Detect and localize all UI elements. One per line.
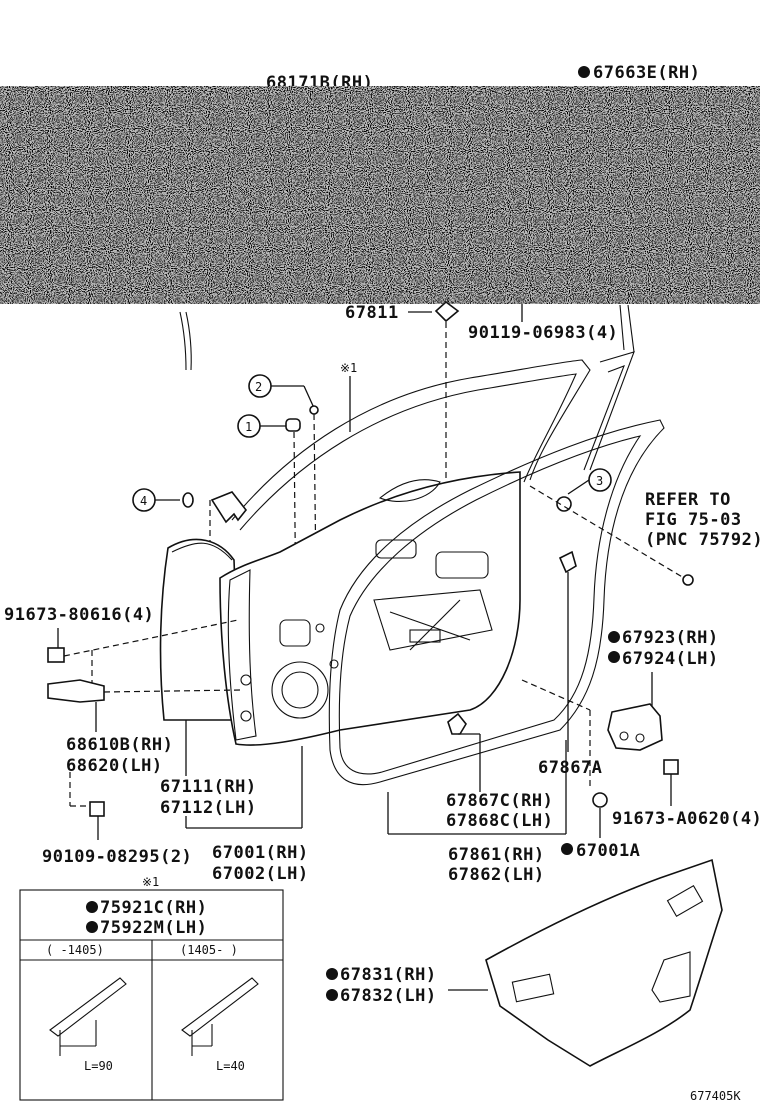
label-67924: 67924(LH) [622, 649, 719, 669]
door-shell [219, 471, 521, 746]
door-weatherstrip-inner [338, 435, 642, 775]
note-mark-1: ※1 [340, 361, 357, 375]
svg-text:2: 2 [255, 380, 262, 394]
door-silencer [485, 858, 723, 1067]
label-67001a: 67001A [576, 841, 640, 861]
note-strip-2 [181, 977, 259, 1037]
note-col2-header: (1405- ) [180, 943, 238, 957]
label-91673-80616: 91673-80616(4) [4, 605, 154, 625]
glass-run-frame-inner [239, 373, 577, 531]
refer-part [682, 574, 694, 586]
refer-line-1: REFER TO [645, 490, 731, 510]
note-col1-header: ( -1405) [46, 943, 104, 957]
arrow-marker [210, 491, 248, 524]
refer-line-3: (PNC 75792) [645, 530, 760, 550]
note-len-1: L=90 [84, 1059, 113, 1073]
label-67111: 67111(RH) [160, 777, 257, 797]
service-hole-2 [435, 551, 489, 579]
diagram-id: 677405K [690, 1089, 741, 1103]
clip-67867a [558, 550, 577, 574]
bolt-91673-80616 [47, 647, 65, 663]
note-part-1: 75921C(RH) [100, 898, 207, 918]
obscured-band-noise [0, 86, 760, 304]
svg-text:4: 4 [140, 494, 147, 508]
rear-channel [589, 351, 635, 471]
label-67663e: 67663E(RH) [593, 63, 700, 83]
label-67831: 67831(RH) [340, 965, 437, 985]
bolt-91673-a0620 [663, 759, 679, 775]
label-67112: 67112(LH) [160, 798, 257, 818]
label-67923: 67923(RH) [622, 628, 719, 648]
inner-handle-recess [378, 479, 441, 502]
door-hinge [47, 679, 105, 703]
glass-channel-strip [627, 304, 635, 353]
bolt-90109 [89, 801, 105, 817]
note-mark-2: ※1 [142, 875, 159, 889]
label-67862: 67862(LH) [448, 865, 545, 885]
label-91673-a0620: 91673-A0620(4) [612, 809, 760, 829]
speaker-hole [271, 661, 329, 719]
label-67867a: 67867A [538, 758, 602, 778]
clip-67811 [434, 300, 460, 323]
note-strip-1 [49, 977, 127, 1037]
window-regulator [373, 589, 493, 651]
label-67867c: 67867C(RH) [446, 791, 553, 811]
refer-line-2: FIG 75-03 [645, 510, 742, 530]
label-67811: 67811 [345, 303, 399, 323]
glass-run-frame-outer [231, 359, 591, 521]
service-hole-1 [279, 619, 311, 647]
new-part-dot [578, 66, 590, 78]
clip-67001a [592, 792, 608, 808]
label-67861: 67861(RH) [448, 845, 545, 865]
note-len-2: L=40 [216, 1059, 245, 1073]
label-67832: 67832(LH) [340, 986, 437, 1006]
svg-text:3: 3 [596, 474, 603, 488]
label-90109: 90109-08295(2) [42, 847, 192, 867]
clip-67867c [447, 712, 467, 735]
label-68620: 68620(LH) [66, 756, 163, 776]
label-67002: 67002(LH) [212, 864, 309, 884]
label-67001: 67001(RH) [212, 843, 309, 863]
label-68610b: 68610B(RH) [66, 735, 173, 755]
inner-weatherstrip [227, 569, 257, 741]
service-hole-cover [607, 703, 663, 751]
svg-text:1: 1 [245, 420, 252, 434]
belt-strip-left [179, 311, 187, 371]
door-weatherstrip-outer [328, 419, 665, 786]
note-part-2: 75922M(LH) [100, 918, 207, 938]
label-90119: 90119-06983(4) [468, 323, 618, 343]
label-67868c: 67868C(LH) [446, 811, 553, 831]
